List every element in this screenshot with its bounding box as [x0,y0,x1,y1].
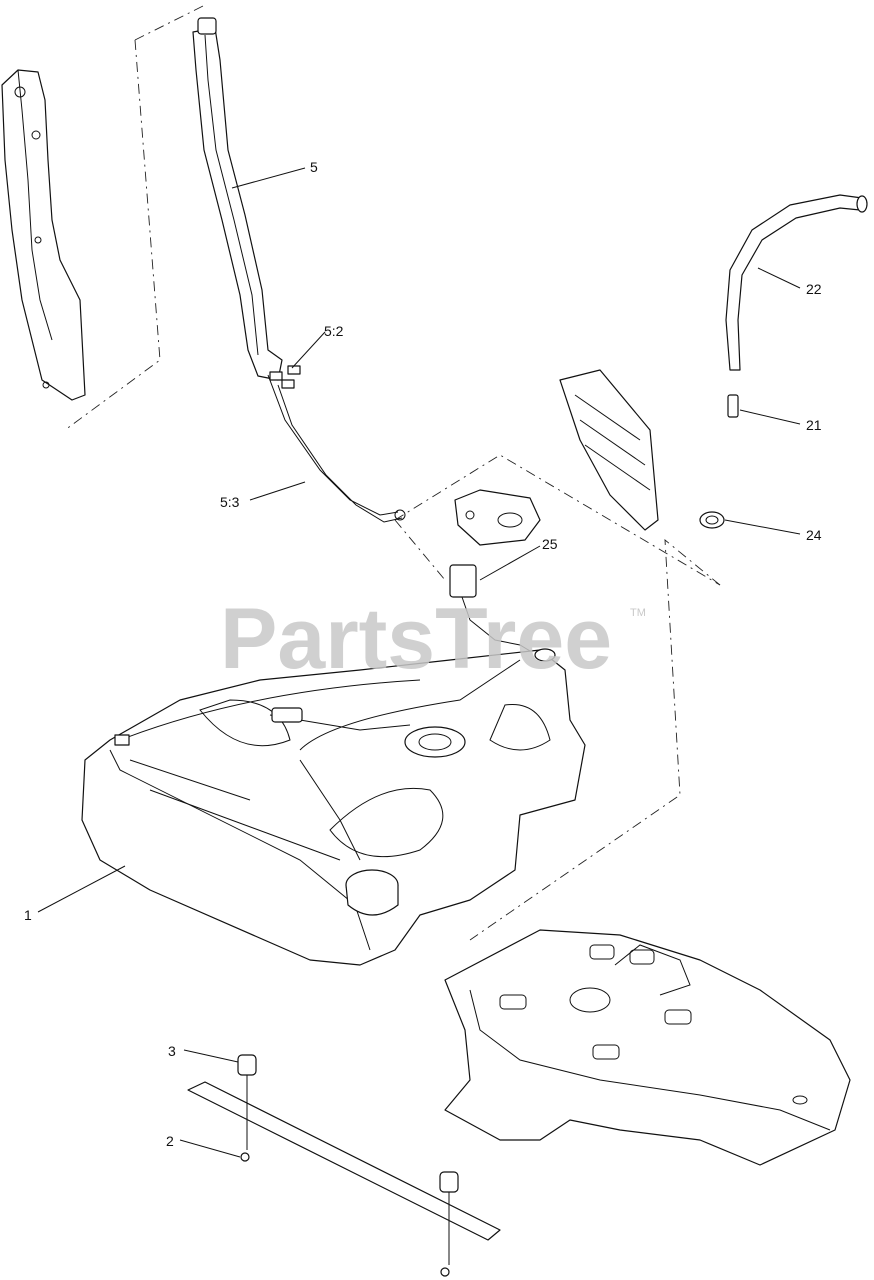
callout-3: 3 [168,1043,176,1059]
callout-25: 25 [542,536,558,552]
frame-bracket [1,69,86,401]
mounting-plate [444,929,851,1166]
callout-1: 1 [24,907,32,923]
support-strap [187,1081,501,1241]
rubber-bumpers [237,1054,459,1265]
callout-leaders [37,167,801,1158]
fuel-valve [449,564,546,661]
callout-5-2: 5:2 [324,323,344,339]
callout-5: 5 [310,159,318,175]
assembly-lines [64,4,721,941]
nuts [240,1152,450,1277]
callout-24: 24 [806,527,822,543]
fuel-tank [81,648,586,966]
watermark: PartsTree [220,591,612,687]
callout-22: 22 [806,281,822,297]
tank-bracket [454,489,541,546]
watermark-trademark: TM [630,607,646,619]
vent-hose [699,194,868,529]
callout-5-3: 5:3 [220,494,240,510]
fuel-line-assembly [192,17,406,523]
callout-2: 2 [166,1133,174,1149]
callout-21: 21 [806,417,822,433]
heat-shield [559,369,659,531]
